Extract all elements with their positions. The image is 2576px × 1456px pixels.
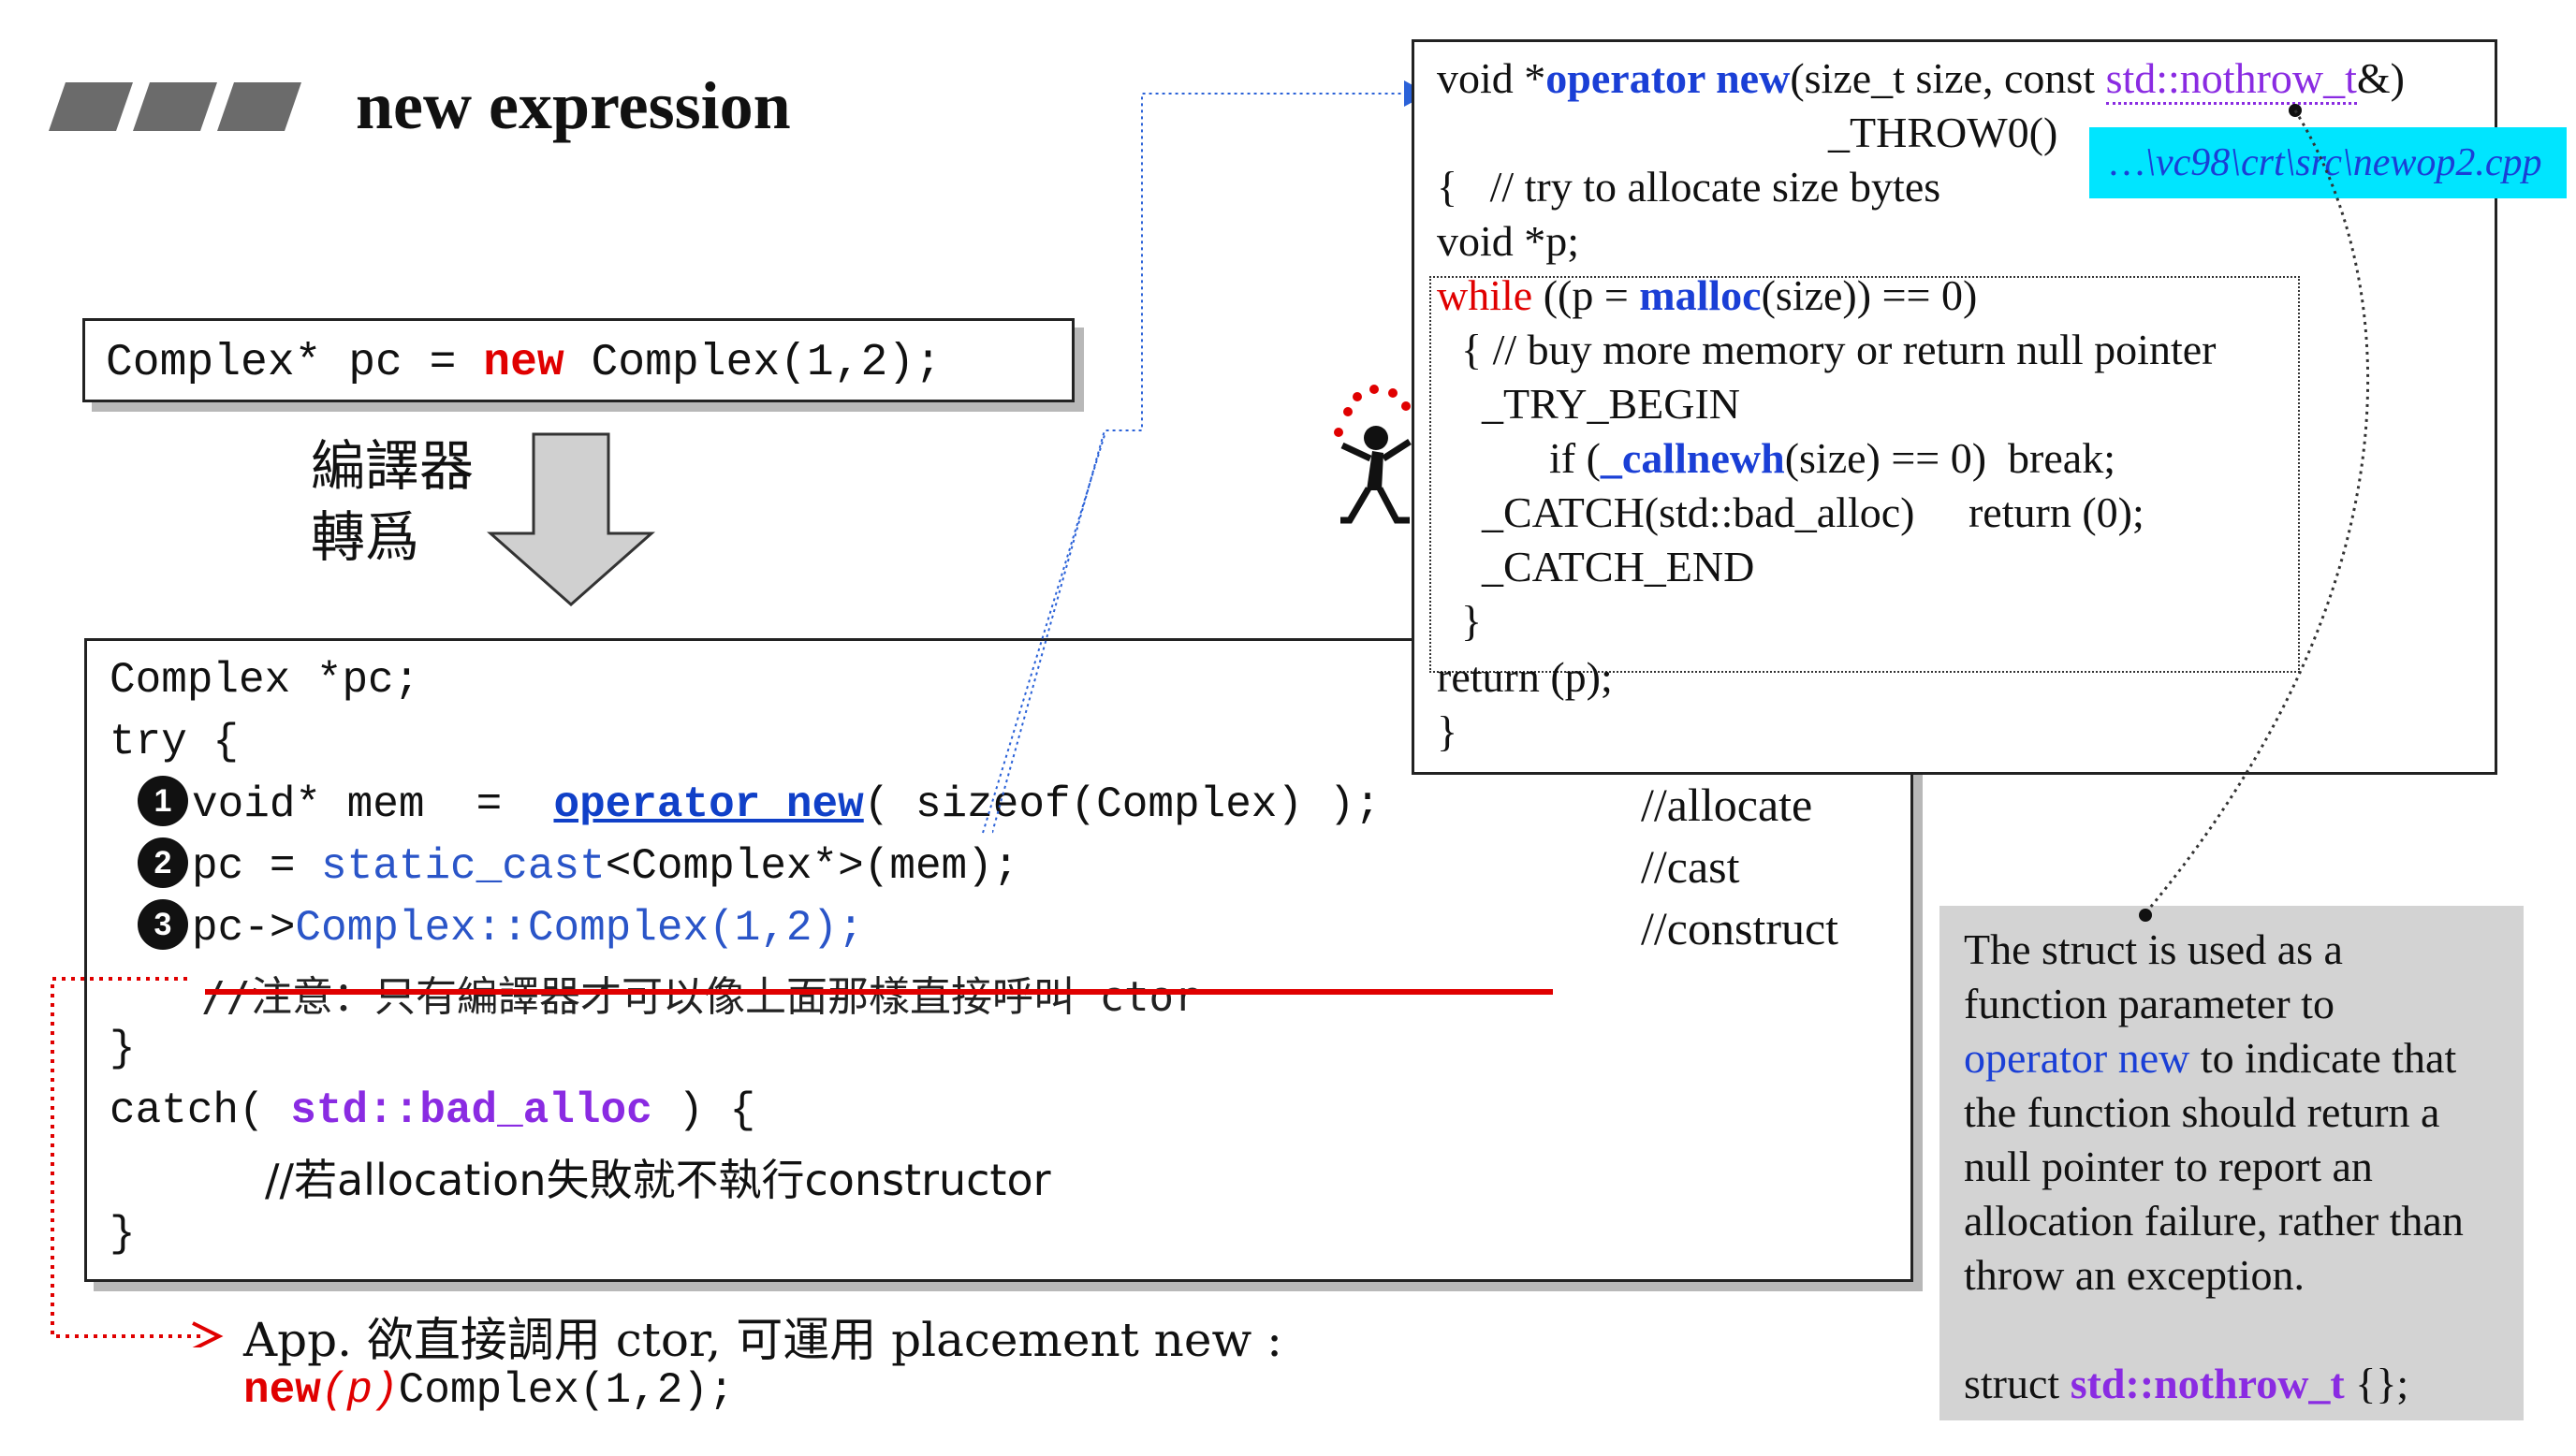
op-line1-c: &) [2356,54,2406,102]
catch-code-b: ) { [651,1086,756,1135]
placement-new-rest: Complex(1,2); [398,1366,735,1415]
red-dotted-connector [47,973,234,1352]
op-line8-b: (size) == 0) break; [1784,434,2115,482]
note-struct-type: std::nothrow_t [2070,1360,2345,1407]
top-code-box: Complex* pc = new Complex(1,2); [82,318,1075,402]
step2-code-a: pc = [192,842,322,892]
page-title: new expression [356,68,791,143]
top-code-prefix: Complex* pc = [106,338,484,388]
compiler-label-line1: 編譯器 [311,434,475,498]
placement-new-arg: (p) [320,1366,399,1415]
op-line-4: void *p; [1437,217,1580,265]
title-bars-icon [49,82,301,131]
note-line-7: throw an exception. [1964,1251,2305,1299]
note-line-2: function parameter to [1964,980,2334,1027]
struck-comment: //注意：只有編譯器才可以像上面那樣直接呼叫 ctor [201,973,1199,1021]
top-code-suffix: Complex(1,2); [564,338,942,388]
step-3-badge: 3 [138,899,188,950]
placement-new-keyword: new [243,1366,321,1415]
op-line-11: } [1461,597,1483,645]
placement-new-code: new(p)Complex(1,2); [243,1366,735,1415]
step3-ctor-call: Complex::Complex(1,2); [295,904,864,954]
note-line-3: operator new to indicate that [1964,1031,2524,1085]
op-line-10: _CATCH_END [1482,543,1755,590]
note-line-6: allocation failure, rather than [1964,1197,2464,1245]
op-line-3: { // try to allocate size bytes [1437,163,1941,211]
step1-comment: //allocate [1641,779,1813,831]
op-line1-b: (size_t size, const [1790,54,2106,102]
file-path-text: …\vc98\crt\src\newop2.cpp [2110,141,2542,184]
op-line5-b: (size)) == 0) [1761,271,1978,319]
op-line-6: { // buy more memory or return null poin… [1461,326,2217,373]
step2-code-b: <Complex*>(mem); [605,842,1019,892]
op-line-2: _THROW0() [1828,109,2058,156]
op-line-8: if (_callnewh(size) == 0) break; [1549,433,2115,483]
op-callnewh: _callnewh [1600,434,1785,482]
op-line1-a: void * [1437,54,1546,102]
op-line-9: _CATCH(std::bad_alloc) return (0); [1482,488,2144,536]
code-line-close-catch: } [110,1210,136,1259]
nothrow-note-box: The struct is used as a function paramet… [1939,906,2524,1420]
step3-comment: //construct [1641,902,1839,954]
top-code-new-keyword: new [483,338,564,388]
note-line-8: struct std::nothrow_t {}; [1964,1357,2524,1411]
note-struct-b: {}; [2344,1360,2409,1407]
op-line-7: _TRY_BEGIN [1482,380,1740,428]
catch-code-a: catch( [110,1086,291,1135]
step2-static-cast: static_cast [321,842,606,892]
note-struct-a: struct [1964,1360,2071,1407]
down-arrow-icon [487,430,655,613]
file-path-tag: …\vc98\crt\src\newop2.cpp [2089,127,2567,198]
while-loop-dotted-box [1429,276,2300,673]
step1-code-a: void* mem = [192,780,554,830]
op-line5-a: ((p = [1532,271,1640,319]
step2-comment: //cast [1641,840,1740,893]
op-while-keyword: while [1437,271,1533,319]
code-line-close-try: } [110,1025,136,1073]
compiler-label-line2: 轉爲 [311,505,420,569]
nothrow-dotted-connector [2134,103,2415,931]
note-line-1: The struct is used as a [1964,925,2343,973]
step-1-badge: 1 [138,776,188,826]
code-line-try: try { [110,718,240,766]
op-line-1: void *operator new(size_t size, const st… [1437,53,2406,105]
note-line-5: null pointer to report an [1964,1143,2373,1190]
compiler-label: 編譯器 轉爲 [311,430,474,573]
step3-code-a: pc-> [192,904,296,954]
juggler-figure-icon [1329,380,1432,553]
step1-operator-new: operator new [553,780,864,830]
strike-line [205,989,1553,995]
step-2-badge: 2 [138,837,188,888]
note-line-3-rest: to indicate that [2189,1034,2457,1082]
op-malloc: malloc [1639,271,1762,319]
op-line1-keyword: operator new [1545,54,1791,102]
code-line-decl: Complex *pc; [110,656,420,705]
app-note-text: App. 欲直接調用 ctor, 可運用 placement new : [243,1313,1283,1367]
step1-code-b: ( sizeof(Complex) ); [863,780,1381,830]
op-line1-nothrow: std::nothrow_t [2105,54,2357,105]
catch-type: std::bad_alloc [290,1086,652,1135]
catch-comment: //若allocation失敗就不執行constructor [265,1155,1051,1205]
note-line-4: the function should return a [1964,1088,2440,1136]
code-line-catch: catch( std::bad_alloc ) { [110,1086,755,1135]
op-line-12: return (p); [1437,653,1613,701]
op-line8-a: if ( [1549,434,1601,482]
op-line-5: while ((p = malloc(size)) == 0) [1437,270,1977,320]
op-line-13: } [1437,707,1458,755]
note-operator-new: operator new [1964,1034,2190,1082]
